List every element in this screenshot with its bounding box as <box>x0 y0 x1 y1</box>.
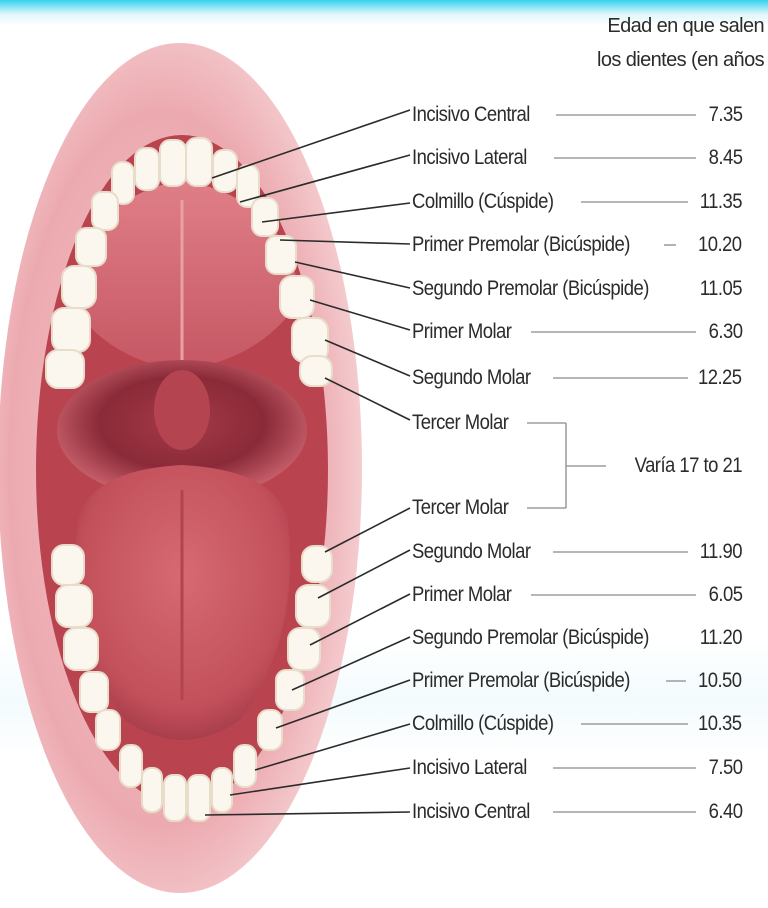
upper-segundo-molar-age: 12.25 <box>698 366 742 390</box>
lower-primer-premolar-label: Primer Premolar (Bicúspide) <box>412 669 630 693</box>
lower-primer-molar-age: 6.05 <box>708 583 742 607</box>
upper-segundo-premolar-label: Segundo Premolar (Bicúspide) <box>412 277 649 301</box>
header-line-2: los dientes (en años <box>597 48 764 72</box>
lower-primer-molar-label: Primer Molar <box>412 583 511 607</box>
lower-incisivo-lateral-label: Incisivo Lateral <box>412 756 527 780</box>
header-line-1: Edad en que salen <box>607 14 764 38</box>
upper-primer-premolar-label: Primer Premolar (Bicúspide) <box>412 233 630 257</box>
lower-primer-premolar-age: 10.50 <box>698 669 742 693</box>
upper-incisivo-central-label: Incisivo Central <box>412 103 530 127</box>
upper-colmillo-age: 11.35 <box>700 190 742 214</box>
upper-primer-premolar-age: 10.20 <box>698 233 742 257</box>
lower-colmillo-age: 10.35 <box>698 712 742 736</box>
upper-primer-molar-age: 6.30 <box>708 320 742 344</box>
lower-incisivo-central-age: 6.40 <box>708 800 742 824</box>
lower-incisivo-central-label: Incisivo Central <box>412 800 530 824</box>
lower-segundo-molar-label: Segundo Molar <box>412 540 530 564</box>
upper-incisivo-central-age: 7.35 <box>708 103 742 127</box>
upper-tercer-molar-label: Tercer Molar <box>412 411 508 435</box>
upper-incisivo-lateral-label: Incisivo Lateral <box>412 146 527 170</box>
upper-segundo-premolar-age: 11.05 <box>700 277 742 301</box>
lower-colmillo-label: Colmillo (Cúspide) <box>412 712 553 736</box>
third-molar-range: Varía 17 to 21 <box>635 454 742 478</box>
third-molar-bracket <box>527 423 606 508</box>
upper-primer-molar-label: Primer Molar <box>412 320 511 344</box>
lower-tercer-molar-label: Tercer Molar <box>412 496 508 520</box>
lower-segundo-molar-age: 11.90 <box>700 540 742 564</box>
upper-segundo-molar-label: Segundo Molar <box>412 366 530 390</box>
lower-segundo-premolar-label: Segundo Premolar (Bicúspide) <box>412 626 649 650</box>
lower-segundo-premolar-age: 11.20 <box>700 626 742 650</box>
upper-incisivo-lateral-age: 8.45 <box>708 146 742 170</box>
upper-colmillo-label: Colmillo (Cúspide) <box>412 190 553 214</box>
lower-incisivo-lateral-age: 7.50 <box>708 756 742 780</box>
